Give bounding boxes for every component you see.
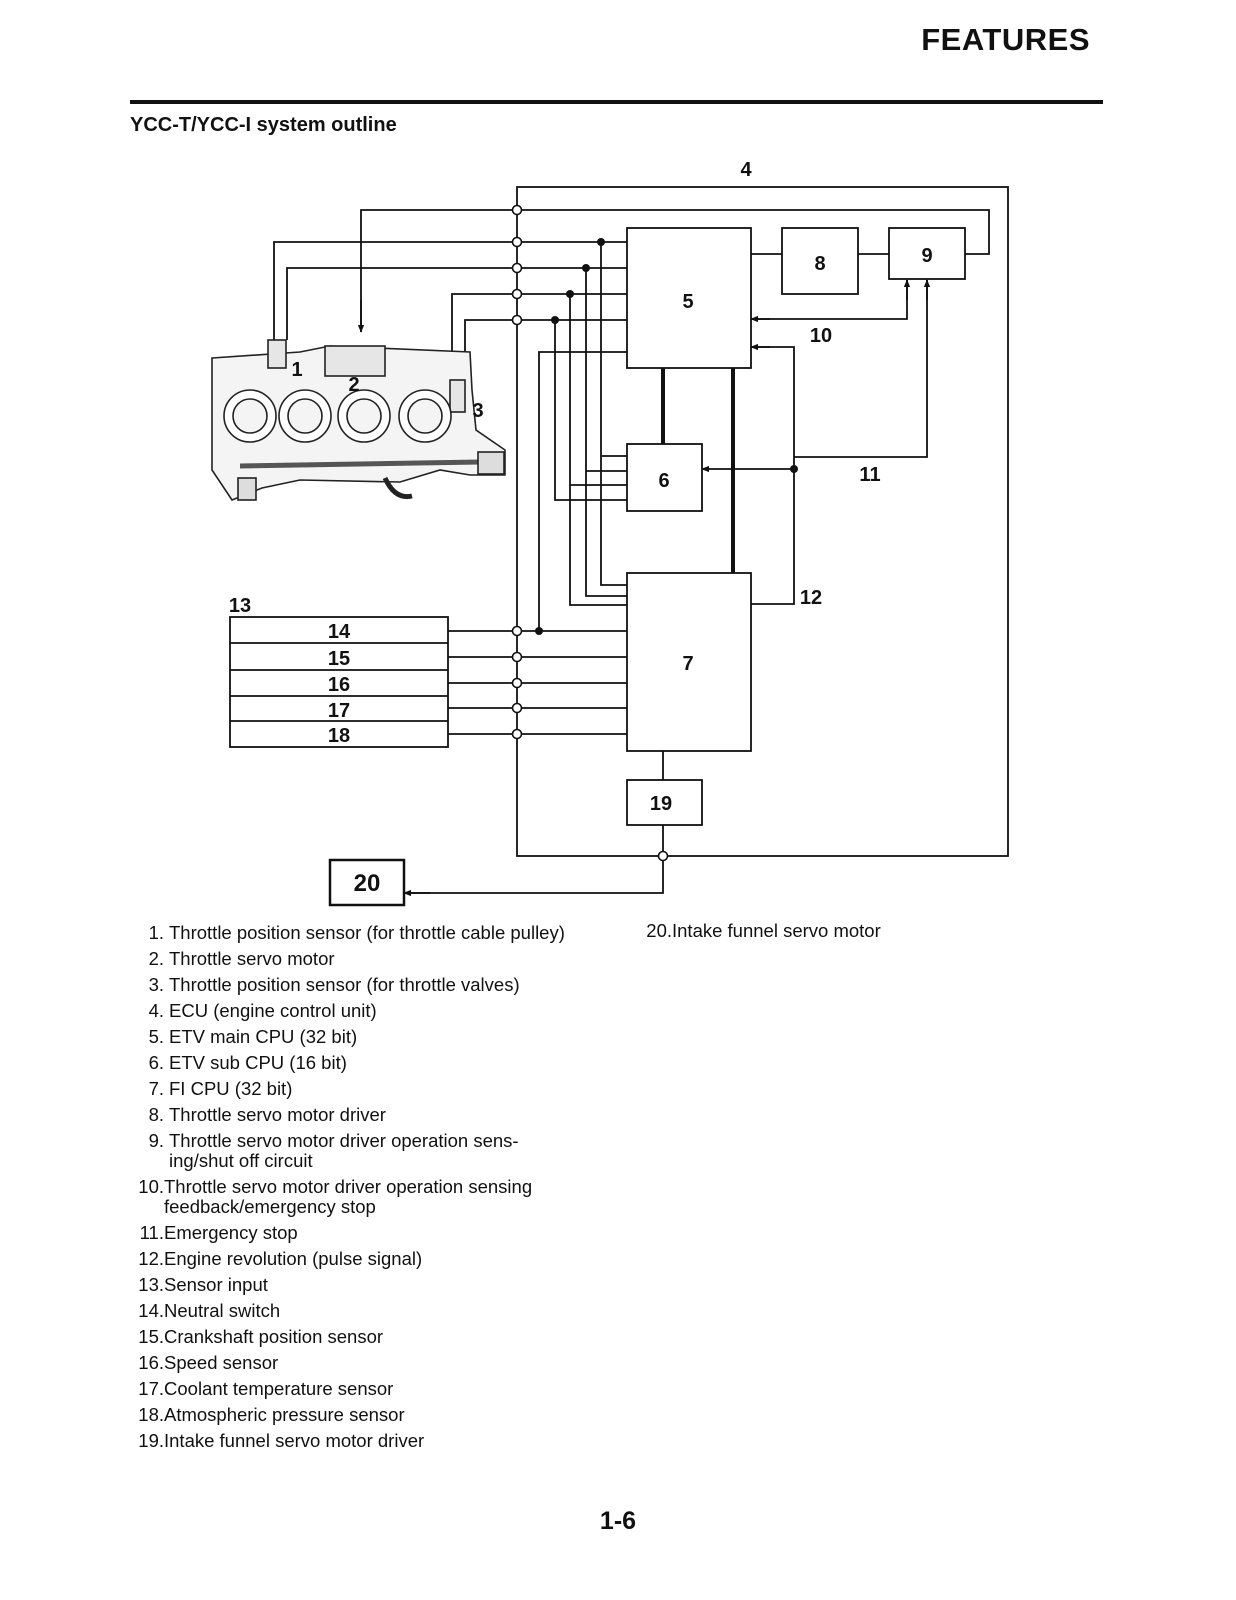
legend-item: 4.ECU (engine control unit) xyxy=(137,1001,572,1021)
callout-1: 1 xyxy=(291,359,302,381)
box-servo-driver xyxy=(781,227,859,295)
legend-text: Neutral switch xyxy=(164,1300,281,1321)
legend-num: 14. xyxy=(138,1300,164,1321)
legend-left: 1.Throttle position sensor (for throttle… xyxy=(137,923,572,1457)
legend-num: 1. xyxy=(148,922,164,943)
legend-text: ETV sub CPU (16 bit) xyxy=(169,1052,347,1073)
legend-num: 11. xyxy=(139,1222,164,1243)
callout-16: 16 xyxy=(328,674,350,696)
legend-num: 7. xyxy=(148,1078,164,1099)
legend-text: Coolant temperature sensor xyxy=(164,1378,394,1399)
legend-item: 7.FI CPU (32 bit) xyxy=(137,1079,572,1099)
callout-6: 6 xyxy=(658,470,669,492)
legend-text: Throttle servo motor driver operation se… xyxy=(169,1130,519,1171)
legend-text: Throttle servo motor xyxy=(169,948,335,969)
legend-text: Intake funnel servo motor driver xyxy=(164,1430,425,1451)
legend-text: ETV main CPU (32 bit) xyxy=(169,1026,358,1047)
legend-text: Sensor input xyxy=(164,1274,268,1295)
callout-7: 7 xyxy=(682,653,693,675)
legend-num: 8. xyxy=(148,1104,164,1125)
callout-10: 10 xyxy=(810,325,832,347)
legend-item: 9.Throttle servo motor driver operation … xyxy=(137,1131,572,1171)
legend-right: 20.Intake funnel servo motor xyxy=(645,921,1045,947)
sensor-input-table xyxy=(229,616,449,748)
callout-4: 4 xyxy=(740,159,752,181)
legend-item: 12.Engine revolution (pulse signal) xyxy=(137,1249,572,1269)
legend-text: Emergency stop xyxy=(164,1222,298,1243)
legend-num: 4. xyxy=(148,1000,164,1021)
callout-15: 15 xyxy=(328,648,350,670)
legend-item: 20.Intake funnel servo motor xyxy=(645,921,1045,941)
legend-item: 6.ETV sub CPU (16 bit) xyxy=(137,1053,572,1073)
legend-item: 3.Throttle position sensor (for throttle… xyxy=(137,975,572,995)
legend-item: 17.Coolant temperature sensor xyxy=(137,1379,572,1399)
legend-item: 18.Atmospheric pressure sensor xyxy=(137,1405,572,1425)
box-fi-cpu xyxy=(626,572,752,752)
box-etv-main-cpu xyxy=(626,227,752,369)
callout-9: 9 xyxy=(921,245,932,267)
legend-num: 15. xyxy=(138,1326,164,1347)
legend-text: Throttle servo motor driver operation se… xyxy=(164,1176,533,1217)
box-funnel-motor xyxy=(328,858,406,907)
legend-item: 14.Neutral switch xyxy=(137,1301,572,1321)
callout-14: 14 xyxy=(328,621,351,643)
legend-text: Engine revolution (pulse signal) xyxy=(164,1248,423,1269)
legend-text: Throttle servo motor driver xyxy=(169,1104,386,1125)
legend-text: FI CPU (32 bit) xyxy=(169,1078,293,1099)
legend-item: 13.Sensor input xyxy=(137,1275,572,1295)
legend-text: ECU (engine control unit) xyxy=(169,1000,377,1021)
callout-17: 17 xyxy=(328,700,350,722)
legend-num: 2. xyxy=(148,948,164,969)
legend-item: 1.Throttle position sensor (for throttle… xyxy=(137,923,572,943)
callout-3: 3 xyxy=(472,400,483,422)
callout-2: 2 xyxy=(348,374,359,396)
callout-20: 20 xyxy=(354,870,381,897)
legend-num: 3. xyxy=(148,974,164,995)
legend-num: 10. xyxy=(138,1176,164,1197)
callout-18: 18 xyxy=(328,725,350,747)
box-funnel-driver xyxy=(626,779,703,826)
page-header-title: FEATURES xyxy=(921,22,1090,57)
legend-item: 2.Throttle servo motor xyxy=(137,949,572,969)
legend-text: Intake funnel servo motor xyxy=(672,920,881,941)
legend-num: 6. xyxy=(148,1052,164,1073)
legend-text: Throttle position sensor (for throttle c… xyxy=(169,922,565,943)
legend-item: 11.Emergency stop xyxy=(137,1223,572,1243)
legend-text: Throttle position sensor (for throttle v… xyxy=(169,974,520,995)
legend-text: Atmospheric pressure sensor xyxy=(164,1404,405,1425)
callout-5: 5 xyxy=(682,291,693,313)
throttle-body-illustration xyxy=(211,339,506,501)
legend-num: 20. xyxy=(646,920,672,941)
header-rule xyxy=(130,100,1103,104)
section-title: YCC-T/YCC-I system outline xyxy=(130,114,397,136)
callout-11: 11 xyxy=(859,464,880,486)
legend-num: 9. xyxy=(148,1130,164,1151)
legend-item: 19.Intake funnel servo motor driver xyxy=(137,1431,572,1451)
legend-num: 16. xyxy=(138,1352,164,1373)
legend-text: Speed sensor xyxy=(164,1352,279,1373)
ecu-frame xyxy=(516,186,1009,857)
legend-num: 12. xyxy=(138,1248,164,1269)
legend-item: 16.Speed sensor xyxy=(137,1353,572,1373)
callout-12: 12 xyxy=(800,587,822,609)
page-number: 1-6 xyxy=(599,1507,637,1535)
legend-num: 19. xyxy=(138,1430,164,1451)
callout-8: 8 xyxy=(814,253,825,275)
callout-19: 19 xyxy=(650,793,672,815)
legend-item: 8.Throttle servo motor driver xyxy=(137,1105,572,1125)
legend-text: Crankshaft position sensor xyxy=(164,1326,384,1347)
legend-item: 10.Throttle servo motor driver operation… xyxy=(137,1177,572,1217)
callout-13: 13 xyxy=(229,595,251,617)
legend-item: 5.ETV main CPU (32 bit) xyxy=(137,1027,572,1047)
legend-num: 18. xyxy=(138,1404,164,1425)
legend-num: 17. xyxy=(138,1378,164,1399)
legend-num: 5. xyxy=(148,1026,164,1047)
legend-num: 13. xyxy=(138,1274,164,1295)
legend-item: 15.Crankshaft position sensor xyxy=(137,1327,572,1347)
